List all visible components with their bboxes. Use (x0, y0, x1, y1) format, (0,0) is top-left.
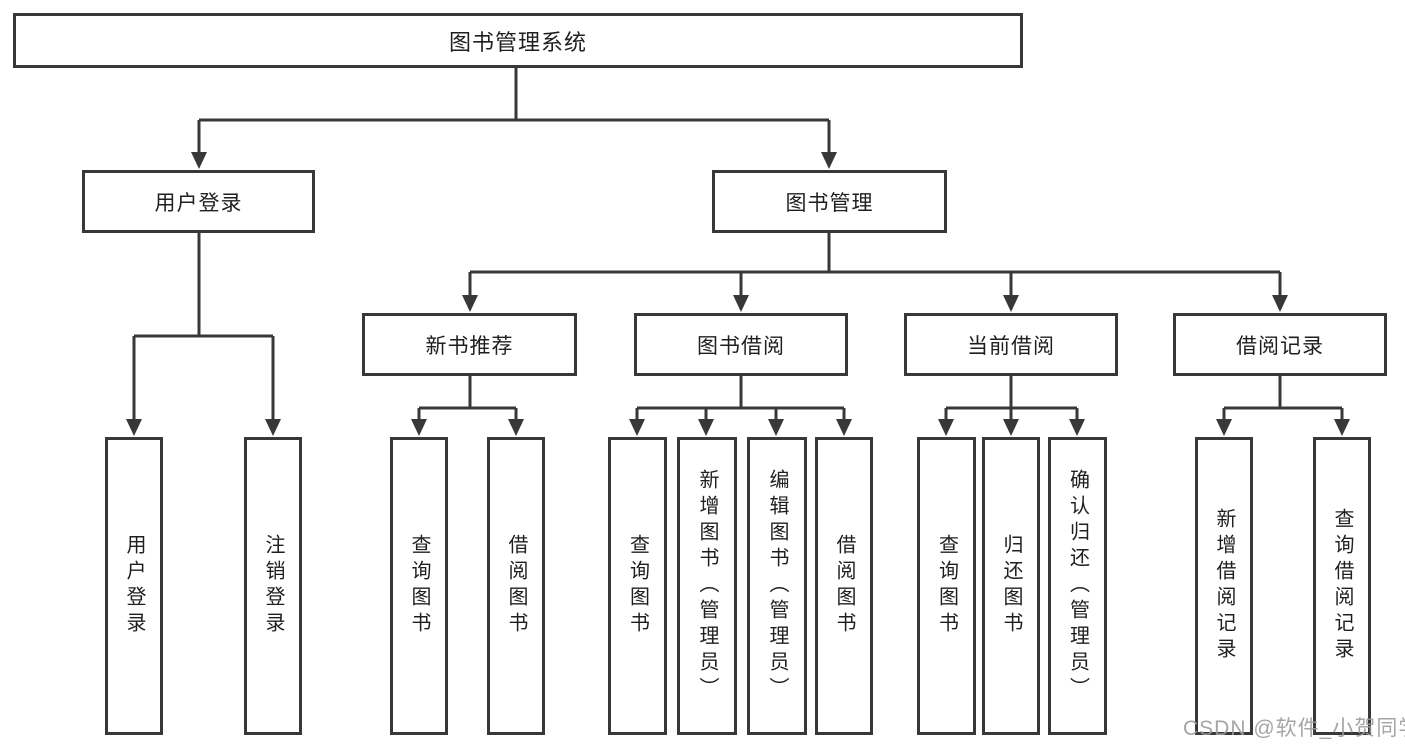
node-book-management: 图书管理 (712, 170, 947, 233)
node-new-book-recommend: 新书推荐 (362, 313, 577, 376)
leaf-bb-edit-books-admin: 编辑图书（管理员） (747, 437, 807, 735)
leaf-cb-confirm-return-admin: 确认归还（管理员） (1048, 437, 1107, 735)
leaf-bb-add-books-admin: 新增图书（管理员） (677, 437, 737, 735)
leaf-cb-return-books: 归还图书 (982, 437, 1040, 735)
connector-paths (132, 68, 1344, 423)
arrowheads (126, 152, 1350, 436)
node-root-system: 图书管理系统 (13, 13, 1023, 68)
csdn-watermark: CSDN @软件_小贺同学 (1183, 717, 1405, 740)
leaf-bb-borrow-books: 借阅图书 (815, 437, 873, 735)
leaf-bb-query-books: 查询图书 (608, 437, 667, 735)
leaf-logout: 注销登录 (244, 437, 302, 735)
node-book-borrow: 图书借阅 (634, 313, 848, 376)
node-user-login: 用户登录 (82, 170, 315, 233)
leaf-br-add-record: 新增借阅记录 (1195, 437, 1253, 735)
leaf-br-query-record: 查询借阅记录 (1313, 437, 1371, 735)
node-borrow-records: 借阅记录 (1173, 313, 1387, 376)
leaf-rec-borrow-books: 借阅图书 (487, 437, 545, 735)
leaf-user-login: 用户登录 (105, 437, 163, 735)
node-current-borrow: 当前借阅 (904, 313, 1118, 376)
leaf-cb-query-books: 查询图书 (917, 437, 976, 735)
leaf-rec-query-books: 查询图书 (390, 437, 448, 735)
